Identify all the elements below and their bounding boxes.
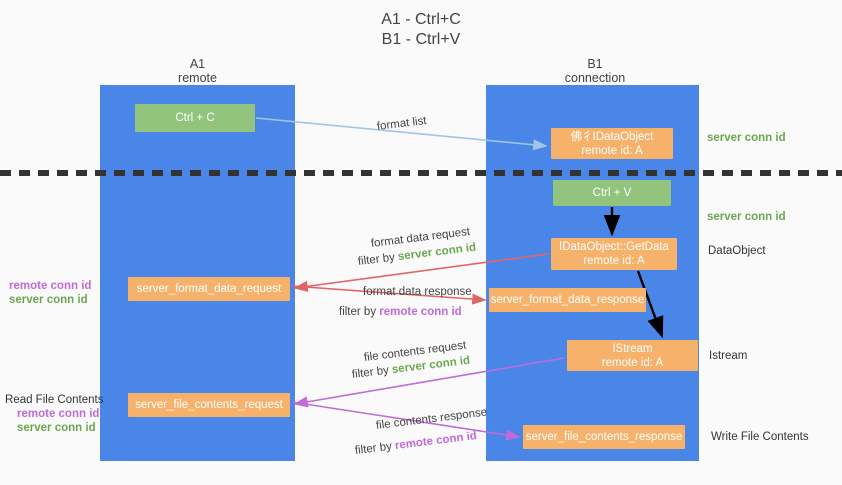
label-server-conn-id-top: server conn id — [707, 132, 786, 144]
column-header-a1-subtitle: remote — [178, 71, 217, 85]
title-line-2: B1 - Ctrl+V — [381, 31, 461, 48]
label-read-file-contents: Read File Contents — [5, 394, 104, 406]
box-data-object-prefix: 佛彳 — [570, 130, 594, 143]
box-istream-line2: remote id: A — [601, 356, 664, 369]
label-format-data-response-filter: filter by remote conn id — [339, 306, 462, 318]
box-istream-line1: IStream — [612, 342, 653, 355]
column-header-b1-subtitle: connection — [564, 71, 626, 85]
title-line-1: A1 - Ctrl+C — [381, 11, 461, 28]
label-left-conn-ids-mid: remote conn id server conn id — [9, 279, 91, 307]
box-istream[interactable]: IStream remote id: A — [567, 340, 698, 371]
label-left-remote-conn-id-mid: remote conn id — [9, 280, 92, 292]
label-file-contents-response-filter-value: remote conn id — [394, 430, 478, 453]
label-read-file-contents-group: Read File Contents remote conn id server… — [5, 393, 103, 435]
label-format-list: format list — [376, 114, 428, 133]
label-file-contents-response: file contents response — [375, 406, 488, 432]
column-header-b1: B1 connection — [520, 57, 670, 85]
divider-dashed-line — [0, 170, 842, 176]
column-header-a1: A1 remote — [120, 57, 275, 85]
box-data-object[interactable]: 佛彳IDataObject remote id: A — [551, 128, 673, 159]
box-get-data-line2: remote id: A — [583, 255, 645, 267]
label-left-server-conn-id-mid: server conn id — [9, 294, 88, 306]
label-format-data-response-filter-value: remote conn id — [379, 306, 462, 318]
label-server-conn-id-mid: server conn id — [707, 211, 786, 223]
box-get-data[interactable]: IDataObject::GetData remote id: A — [551, 238, 677, 270]
box-server-format-data-response-label: server_format_data_response — [490, 294, 645, 306]
box-server-format-data-request[interactable]: server_format_data_request — [128, 277, 290, 301]
label-data-object: DataObject — [708, 245, 766, 257]
label-write-file-contents: Write File Contents — [711, 431, 809, 443]
label-left-server-conn-id-low: server conn id — [17, 422, 96, 434]
box-server-format-data-request-label: server_format_data_request — [136, 283, 282, 295]
label-format-data-response: format data response — [363, 286, 472, 298]
box-server-file-contents-request[interactable]: server_file_contents_request — [128, 393, 290, 417]
column-header-a1-name: A1 — [189, 57, 206, 71]
box-ctrl-v[interactable]: Ctrl + V — [553, 180, 671, 206]
label-file-contents-response-filter: filter by remote conn id — [354, 430, 478, 457]
box-ctrl-v-label: Ctrl + V — [592, 187, 632, 199]
box-data-object-line1: 佛彳IDataObject — [571, 130, 654, 144]
box-data-object-line2: remote id: A — [581, 144, 643, 157]
box-server-file-contents-response[interactable]: server_file_contents_response — [523, 425, 685, 449]
box-server-file-contents-request-label: server_file_contents_request — [135, 399, 283, 411]
box-data-object-name: IDataObject — [592, 130, 654, 143]
box-server-file-contents-response-label: server_file_contents_response — [525, 431, 683, 443]
label-istream: Istream — [709, 350, 748, 362]
box-server-format-data-response[interactable]: server_format_data_response — [489, 288, 646, 312]
box-ctrl-c-label: Ctrl + C — [175, 112, 215, 124]
column-header-b1-name: B1 — [587, 57, 603, 71]
page-title: A1 - Ctrl+C B1 - Ctrl+V — [0, 10, 842, 50]
label-left-remote-conn-id-low: remote conn id — [17, 408, 100, 420]
box-get-data-line1: IDataObject::GetData — [559, 241, 669, 253]
box-ctrl-c[interactable]: Ctrl + C — [135, 104, 255, 132]
